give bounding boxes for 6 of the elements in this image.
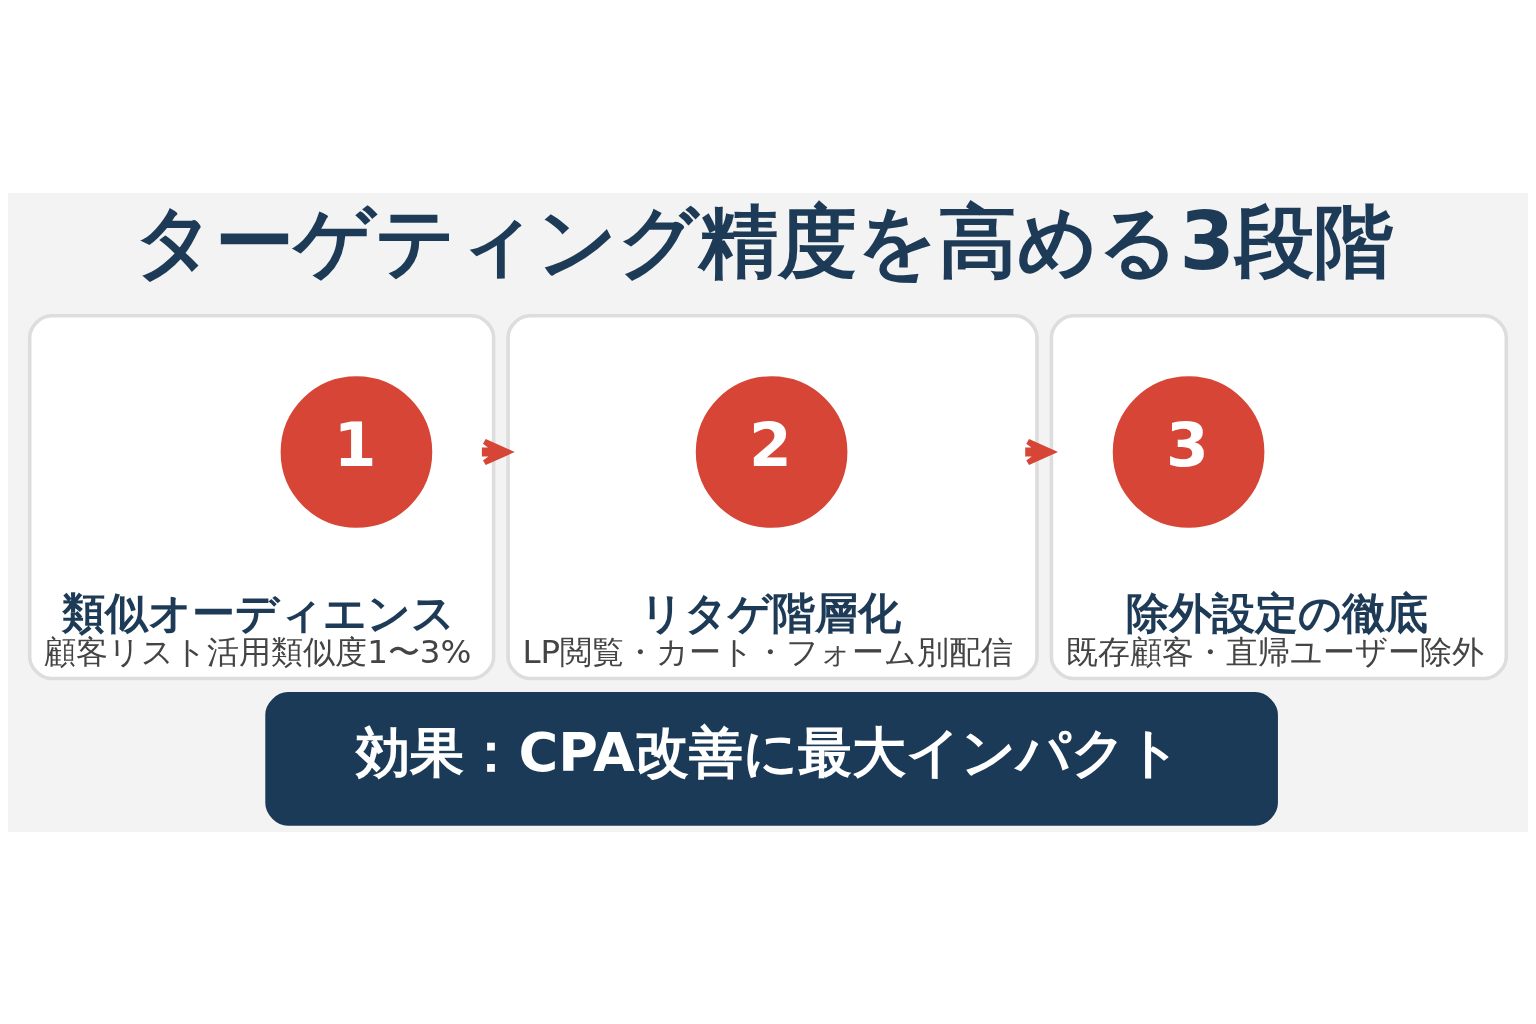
diagram-title: ターゲティング精度を高める3段階 <box>134 194 1393 288</box>
node-circle: 3 <box>1112 375 1265 528</box>
node-circle: 1 <box>280 375 433 528</box>
node-circle: 2 <box>695 375 848 528</box>
arrow <box>1025 438 1055 465</box>
node-box: 効果：CPA改善に最大インパクト <box>265 691 1278 826</box>
